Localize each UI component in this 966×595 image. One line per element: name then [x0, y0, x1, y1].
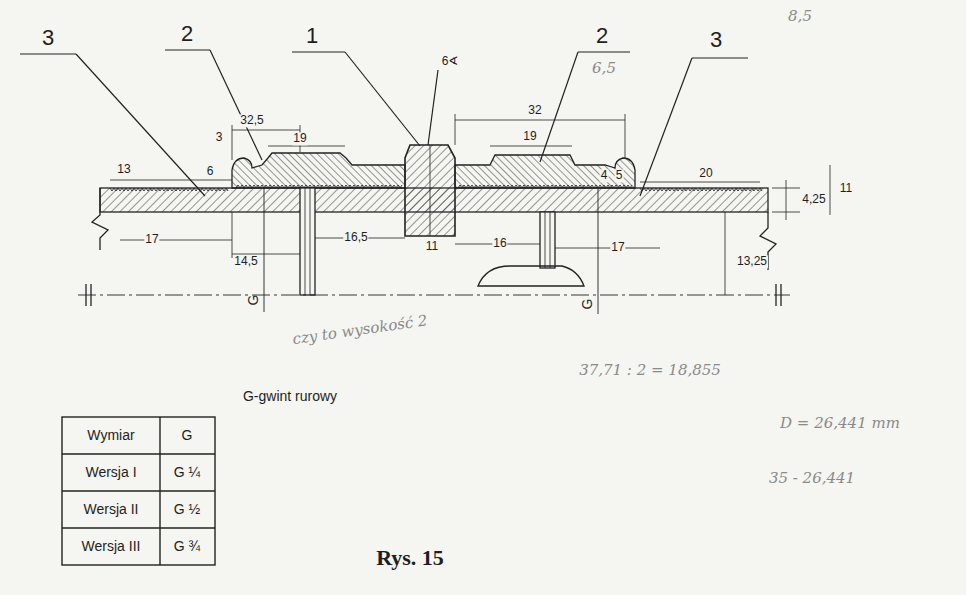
drill-hole	[540, 212, 555, 268]
nut-body	[455, 155, 635, 188]
table-cell: G ½	[173, 502, 201, 517]
dimension: 5	[615, 169, 624, 182]
dimension: 19	[292, 132, 307, 145]
callout-number: 1	[305, 24, 319, 48]
dimension: 13	[116, 163, 131, 176]
dimension: 19	[522, 130, 537, 143]
thread-symbol: G	[580, 298, 595, 311]
break-line	[92, 188, 108, 250]
leader-line	[20, 50, 748, 196]
thread-teeth	[236, 185, 402, 188]
dimension: 17	[610, 241, 625, 254]
dimension: 17	[144, 233, 159, 246]
dimension: 11	[425, 240, 439, 253]
callout-number: 2	[180, 22, 194, 46]
drill-hole	[300, 188, 315, 295]
handwritten-note: czy to wysokość 2	[291, 312, 430, 348]
table-cell: Wersja III	[81, 539, 142, 554]
handwritten-note: 35 - 26,441	[768, 470, 856, 487]
centre-line	[78, 295, 790, 296]
section-line	[430, 145, 431, 236]
centre-connector	[405, 145, 455, 236]
dimension: 11	[839, 182, 853, 195]
nut-body	[232, 153, 405, 188]
dimension: 32,5	[239, 114, 264, 127]
dimension: 14,5	[233, 255, 258, 268]
table-cell: Wersja II	[83, 502, 140, 517]
dimension: 20	[698, 167, 713, 180]
callout-number: 3	[41, 26, 55, 50]
handwritten-note: D = 26,441 mm	[779, 415, 901, 432]
saddle-outline	[478, 266, 584, 286]
thread-teeth	[640, 188, 762, 191]
handwritten-note: 8,5	[787, 8, 813, 25]
note-text: G-gwint rurowy	[242, 389, 338, 404]
angle-mark: 6∢	[441, 55, 460, 68]
dimension: 13,25	[736, 255, 768, 268]
dimension: 16,5	[343, 231, 368, 244]
dimension-line	[110, 114, 830, 295]
thread-teeth	[458, 185, 632, 188]
figure-caption: Rys. 15	[375, 546, 445, 570]
table-cell: G	[181, 428, 194, 443]
table-cell: Wymiar	[86, 428, 135, 443]
callout-number: 2	[595, 24, 609, 48]
handwritten-note: 37,71 : 2 = 18,855	[578, 362, 722, 379]
thread-symbol: G	[246, 294, 261, 307]
thread-teeth	[110, 188, 228, 191]
table-cell: Wersja I	[84, 465, 137, 480]
table-grid	[62, 417, 215, 565]
dimension: 16	[492, 237, 507, 250]
dimension: 4,25	[801, 193, 826, 206]
table-cell: G ¼	[173, 465, 201, 480]
handwritten-note: 6,5	[591, 60, 617, 77]
table-cell: G ¾	[173, 539, 201, 554]
dimension: 6	[206, 165, 215, 178]
callout-number: 3	[709, 28, 723, 52]
dimension: 3	[215, 131, 224, 144]
dimension: 32	[527, 104, 542, 117]
dimension: 4	[600, 169, 609, 182]
